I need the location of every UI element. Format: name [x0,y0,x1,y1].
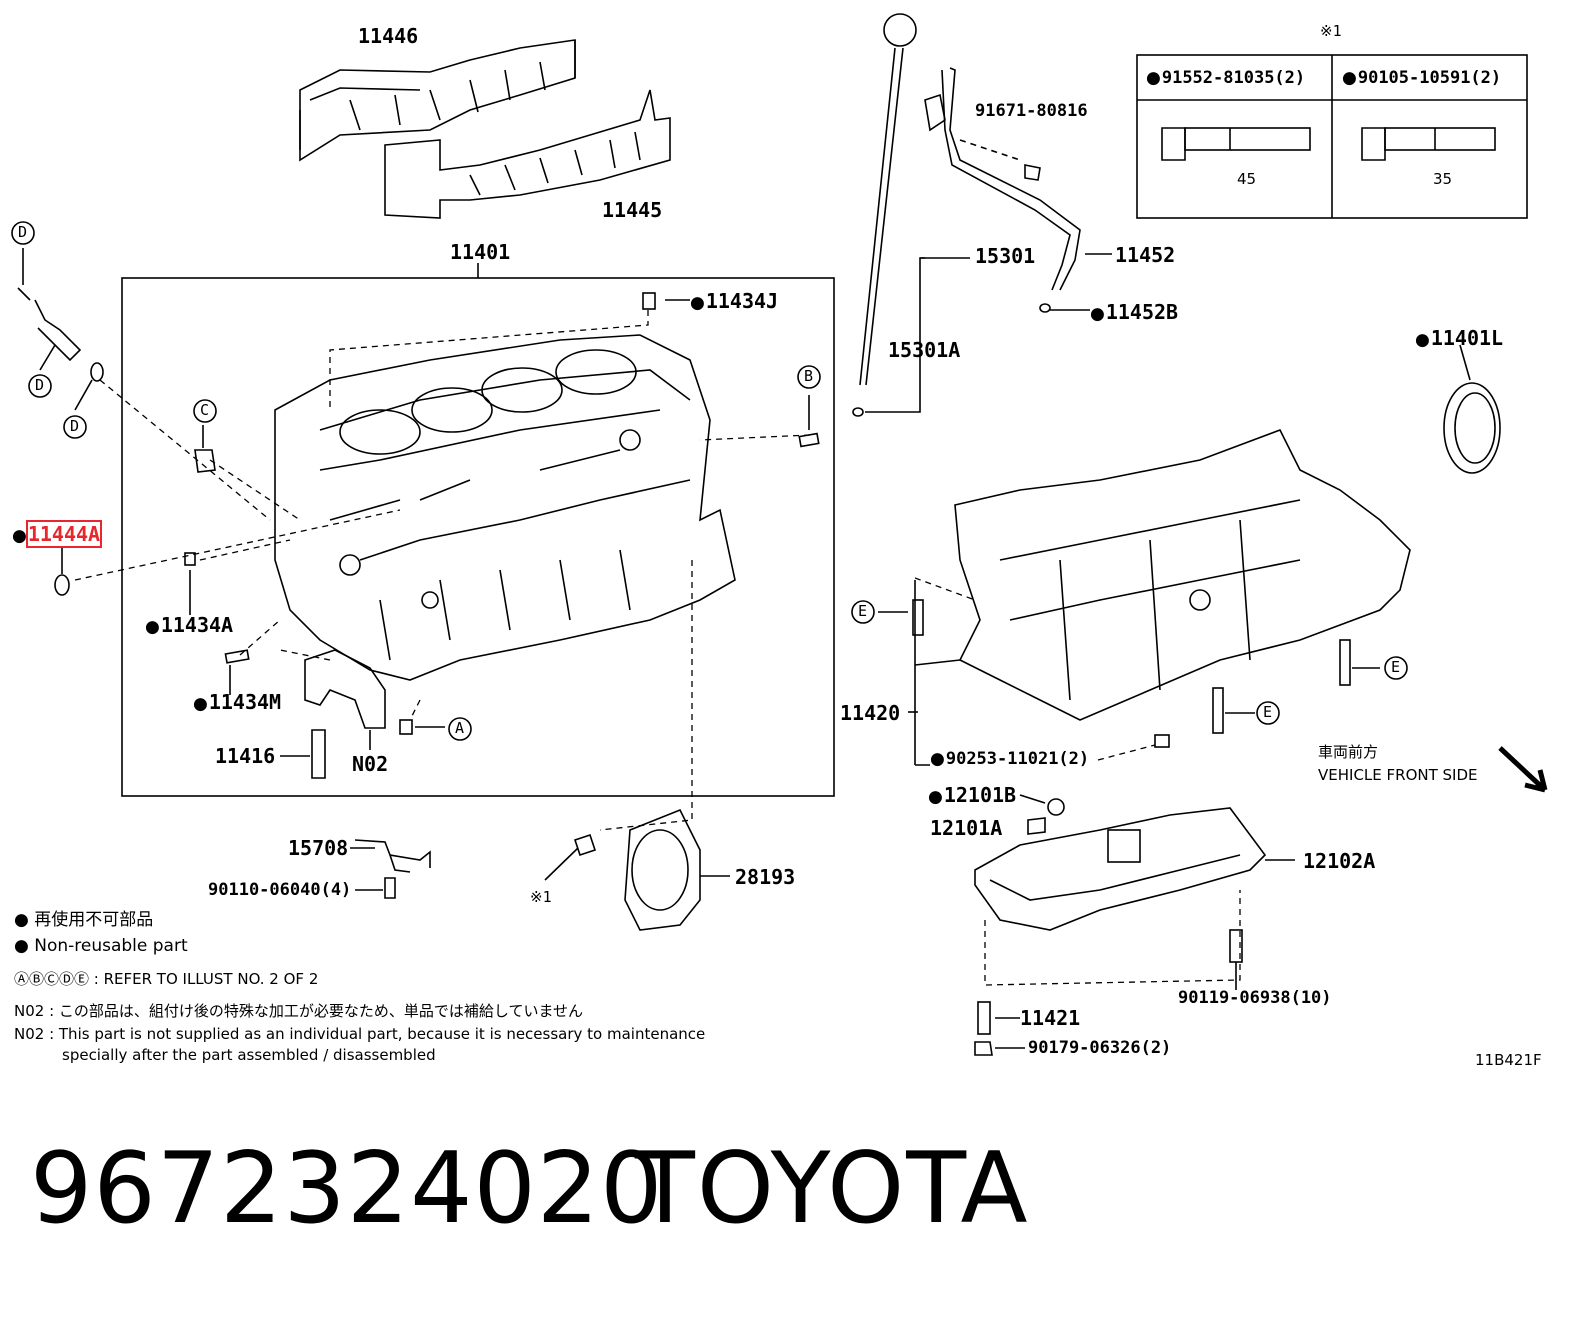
illustration-id: 11B421F [1475,1051,1542,1069]
table-col1-part[interactable]: 91552-81035(2) [1146,70,1305,87]
label-11452B[interactable]: 11452B [1090,302,1178,323]
callout-c: C [200,401,210,419]
label-90179-06326[interactable]: 90179-06326(2) [1028,1038,1172,1058]
label-91671-80816[interactable]: 91671-80816 [975,101,1088,121]
cylinder-block-frame [121,277,835,797]
table-col2-length: 35 [1433,170,1453,188]
label-11444A-row: 11444A [12,520,103,548]
gasket-11445-drawing [384,89,671,219]
label-N02[interactable]: N02 [352,752,389,776]
label-28193[interactable]: 28193 [735,865,796,889]
callout-d-1: D [18,223,28,241]
front-label-en: VEHICLE FRONT SIDE [1318,766,1478,784]
oil-seal-11401L [1443,382,1501,474]
label-11452[interactable]: 11452 [1115,243,1176,267]
legend-n02-en-2: specially after the part assembled / dis… [62,1046,436,1064]
callout-e-2: E [1391,658,1401,676]
label-15708[interactable]: 15708 [288,836,349,860]
label-11444A[interactable]: 11444A [25,520,103,548]
front-label-jp: 車両前方 [1318,743,1379,761]
label-11434M[interactable]: 11434M [193,692,281,713]
label-90253-11021[interactable]: 90253-11021(2) [930,751,1089,768]
bolt-spec-table [1136,54,1528,219]
dipstick-15301-drawing [852,13,970,417]
callout-b: B [804,367,814,385]
dipstick-guide-11452-drawing [924,67,1112,313]
oil-pan-lower-12102A-drawing [974,807,1295,931]
label-11434J[interactable]: 11434J [690,291,778,312]
bearing-cap-N02 [304,649,386,729]
legend-nonreusable-jp: ● 再使用不可部品 [14,910,154,930]
callout-e-1: E [858,602,868,620]
label-11401L[interactable]: 11401L [1415,328,1503,349]
legend-n02-en-1: N02 : This part is not supplied as an in… [14,1025,706,1043]
callout-e-3: E [1263,703,1273,721]
table-ref-mark: ※1 [1320,22,1342,40]
o-ring-11444A [54,574,70,596]
callout-a: A [455,719,465,737]
label-12102A[interactable]: 12102A [1303,849,1376,873]
label-15301[interactable]: 15301 [975,244,1036,268]
callout-d-3: D [70,417,80,435]
table-col2-part[interactable]: 90105-10591(2) [1342,70,1501,87]
head-gasket-11446-drawing [299,39,576,162]
label-12101A[interactable]: 12101A [930,816,1003,840]
label-15301A[interactable]: 15301A [888,338,961,362]
label-11421[interactable]: 11421 [1020,1006,1081,1030]
label-11401[interactable]: 11401 [450,240,511,264]
label-11446[interactable]: 11446 [358,24,419,48]
label-11420[interactable]: 11420 [840,701,901,725]
dowel-11434J [642,292,656,310]
oil-seal-retainer-28193 [624,808,701,931]
cylinder-block-drawing [274,334,736,681]
legend-nonreusable-en: ● Non-reusable part [14,936,188,956]
label-11445[interactable]: 11445 [602,198,663,222]
callout-d-2: D [35,376,45,394]
label-90119-06938[interactable]: 90119-06938(10) [1178,988,1332,1008]
label-90110-06040[interactable]: 90110-06040(4) [208,880,352,900]
oil-pressure-switch [17,287,82,362]
footer-part-number: 9672324020 [30,1132,664,1246]
legend-n02-jp: N02 : この部品は、組付け後の特殊な加工が必要なため、単品では補給していませ… [14,1002,584,1020]
legend-refer: ⒶⒷⒸⒹⒺ : REFER TO ILLUST NO. 2 OF 2 [14,970,319,988]
label-11416[interactable]: 11416 [215,744,276,768]
table-col1-length: 45 [1237,170,1257,188]
oil-pan-upper-11420-drawing [954,428,1411,721]
footer-brand: TOYOTA [635,1132,1030,1246]
label-12101B[interactable]: 12101B [928,785,1016,806]
ref-mark-1: ※1 [530,888,552,906]
label-11434A[interactable]: 11434A [145,615,233,636]
